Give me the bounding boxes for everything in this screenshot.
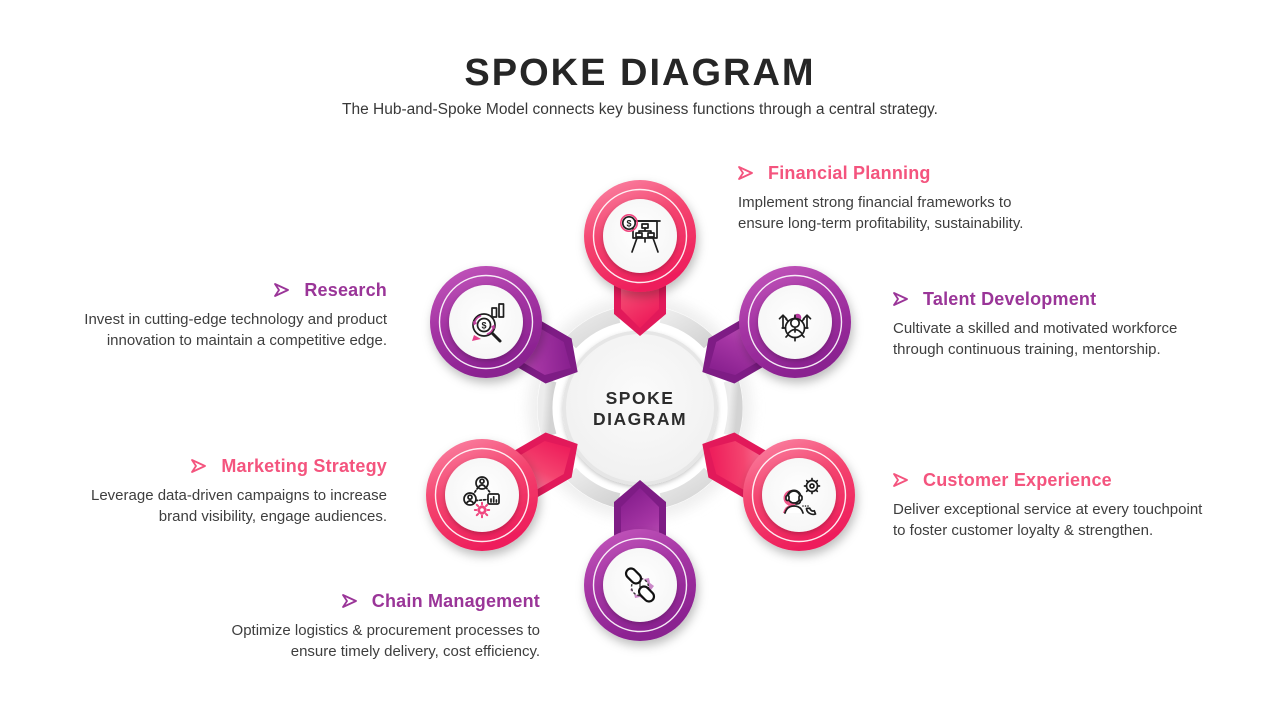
arrow-bullet-icon — [893, 473, 908, 487]
callout-heading: Research — [77, 279, 387, 301]
spoke-circle-talent-development — [739, 266, 851, 378]
callout-description: Invest in cutting-edge technology and pr… — [84, 311, 387, 349]
svg-text:$: $ — [626, 218, 631, 228]
callout-title: Customer Experience — [923, 470, 1112, 490]
hub-label-line1: SPOKE — [606, 388, 675, 408]
callout-title: Financial Planning — [768, 163, 931, 183]
callout-description: Leverage data-driven campaigns to increa… — [90, 487, 387, 525]
hub-label-line2: DIAGRAM — [593, 409, 687, 429]
callout-financial-planning: Financial Planning Implement strong fina… — [738, 162, 1038, 234]
hub-circle: SPOKE DIAGRAM — [562, 330, 718, 486]
callout-heading: Marketing Strategy — [77, 455, 387, 477]
callout-heading: Financial Planning — [738, 162, 1038, 184]
callout-title: Marketing Strategy — [221, 456, 387, 476]
callout-description: Optimize logistics & procurement process… — [231, 622, 540, 660]
callout-title: Research — [304, 280, 387, 300]
page-title: SPOKE DIAGRAM — [464, 52, 816, 94]
arrow-bullet-icon — [893, 292, 908, 306]
callout-customer-experience: Customer Experience Deliver exceptional … — [893, 469, 1203, 541]
callout-chain-management: Chain Management Optimize logistics & pr… — [220, 590, 540, 662]
spoke-circle-chain-management — [584, 529, 696, 641]
presentation-finance-icon: $ — [620, 214, 661, 253]
svg-text:$: $ — [481, 321, 486, 331]
arrow-bullet-icon — [738, 166, 753, 180]
customer-support-icon — [783, 477, 821, 516]
arrow-bullet-icon — [274, 283, 290, 297]
callout-research: Research Invest in cutting-edge technolo… — [77, 279, 387, 351]
callout-heading: Talent Development — [893, 288, 1193, 310]
spoke-circle-customer-experience — [743, 439, 855, 551]
arrow-bullet-icon — [341, 594, 357, 608]
spoke-circle-financial-planning: $ — [584, 180, 696, 292]
spoke-circle-research: $ — [430, 266, 542, 378]
callout-marketing-strategy: Marketing Strategy Leverage data-driven … — [77, 455, 387, 527]
hub-segmented-ring — [537, 308, 743, 508]
callout-talent-development: Talent Development Cultivate a skilled a… — [893, 288, 1193, 360]
callout-heading: Chain Management — [220, 590, 540, 612]
callout-heading: Customer Experience — [893, 469, 1198, 491]
talent-growth-icon — [778, 313, 812, 342]
spoke-circle-marketing-strategy — [426, 439, 538, 551]
market-research-icon: $ — [472, 303, 505, 343]
chain-links-icon — [624, 567, 656, 603]
callout-title: Talent Development — [923, 289, 1097, 309]
callout-description: Cultivate a skilled and motivated workfo… — [893, 320, 1178, 358]
page-subtitle: The Hub-and-Spoke Model connects key bus… — [342, 101, 938, 118]
network-audience-icon — [463, 476, 500, 519]
callout-title: Chain Management — [371, 591, 540, 611]
callout-description: Implement strong financial frameworks to… — [738, 194, 1024, 232]
arrow-bullet-icon — [191, 459, 207, 473]
callout-description: Deliver exceptional service at every tou… — [893, 501, 1203, 539]
